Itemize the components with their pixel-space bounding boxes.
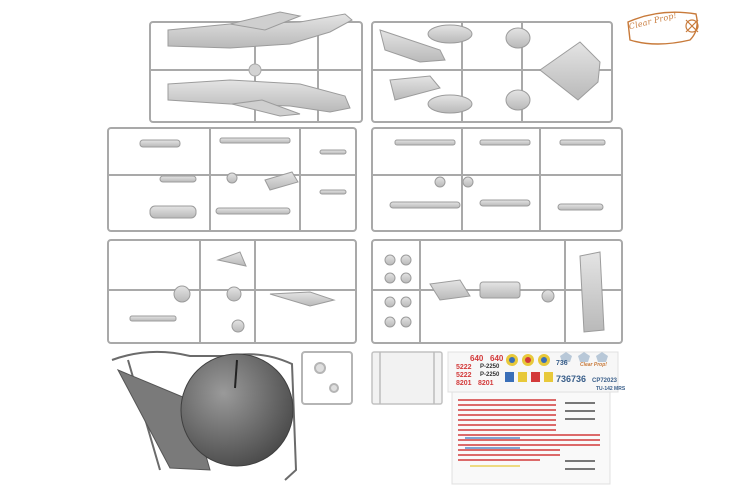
small-parts-b [389,139,606,211]
decal-brand-small: Clear Prop! [580,362,607,368]
decal-reg-2: Р-2250 [480,372,500,378]
wing-part-right [539,41,601,101]
small-parts-a [139,137,347,219]
wing-part-left [379,29,446,101]
decal-type-label: TU-142 MRS [596,386,626,392]
small-parts-d [384,251,605,333]
decal-code-small: 736 [556,360,568,367]
sphere-seam [234,359,238,389]
decal-sheet-stripes [451,391,611,485]
sphere-part [180,353,294,467]
decal-code-4: 5222 [456,372,472,379]
dark-part-fin [116,369,211,471]
decal-code-3: 5222 [456,364,472,371]
decal-reg-1: Р-2250 [480,364,500,370]
clear-sprue [371,351,443,405]
decal-code-2: 640 [490,354,504,363]
sprue-gate-hub [248,63,262,77]
brand-logo [627,11,699,45]
nacelle-parts [427,24,531,114]
sprue-small-parts-b [371,127,623,232]
decal-code-large: 736736 [556,374,587,384]
decal-code-1: 640 [470,354,484,363]
small-clear-sprue [301,351,353,405]
decal-code-5: 8201 [456,380,472,387]
decal-tail-code: CP72023 [592,378,618,384]
fuselage-half-lower [167,79,351,117]
decal-code-6: 8201 [478,380,494,387]
decal-sheet-top [447,351,619,393]
small-parts-c [129,251,336,333]
fuselage-half-upper [167,11,353,49]
